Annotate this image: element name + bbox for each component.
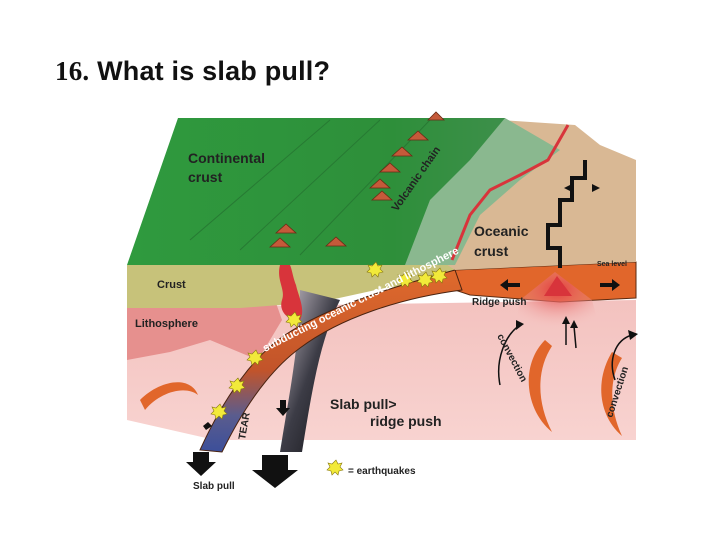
convection-arrowhead-right <box>628 330 638 340</box>
label-continental-crust-1: Continental <box>188 150 265 166</box>
upwelling-arrowhead-2 <box>570 320 578 328</box>
ridge-spread-arrow-right <box>592 184 600 192</box>
slide-title: 16. What is slab pull? <box>55 56 330 87</box>
earthquake-icon <box>246 349 264 366</box>
question-number: 16. <box>55 56 90 86</box>
ridge-spread-arrow-left <box>564 184 572 192</box>
ridge-magma <box>544 276 572 296</box>
earthquake-icon <box>228 377 246 394</box>
earthquake-icon <box>285 311 303 328</box>
upwelling-arrow-2 <box>573 325 577 349</box>
label-ridge-push: Ridge push <box>472 297 526 308</box>
label-crust: Crust <box>157 279 186 291</box>
surface-lines <box>189 119 431 256</box>
slab-pull-arrow-large <box>252 455 298 488</box>
upwelling-arrowhead-1 <box>562 316 570 324</box>
label-slab-pull: Slab pull <box>193 481 235 492</box>
label-sea-level: Sea level <box>597 261 627 268</box>
earthquake-markers <box>210 261 448 420</box>
volcano <box>390 146 414 157</box>
label-slab-pull-comparison-1: Slab pull> <box>330 396 397 412</box>
label-oceanic-crust-2: crust <box>474 243 509 259</box>
volcano <box>370 190 394 201</box>
ridge-upwelling <box>515 272 600 330</box>
earthquake-icon <box>210 403 228 420</box>
subducting-slab <box>199 269 463 453</box>
legend-earthquake-icon <box>326 459 344 476</box>
convection-swirl-right <box>601 352 622 436</box>
trench-line <box>450 124 570 261</box>
label-continental-crust-2: crust <box>188 169 223 185</box>
motion-arrows <box>186 184 620 488</box>
volcano <box>427 111 445 121</box>
volcano-group <box>268 111 445 248</box>
mid-ocean-ridge <box>546 160 587 268</box>
surface <box>127 111 636 270</box>
earthquake-icon <box>366 261 384 278</box>
earthquake-icon <box>396 271 414 288</box>
convection-arrow-left <box>498 324 521 386</box>
convection-swirl-mid <box>528 340 552 432</box>
label-slab-pull-comparison-2: ridge push <box>370 413 442 429</box>
slab-pull-arrow-small <box>186 452 216 476</box>
label-oceanic-crust-1: Oceanic <box>474 223 529 239</box>
earthquake-icon <box>430 267 448 284</box>
volcano <box>324 236 348 247</box>
plate-motion-arrow-left <box>500 279 520 291</box>
lithosphere-layer <box>127 300 282 360</box>
label-tear: TEAR <box>237 411 253 440</box>
plate-motion-arrow-right <box>600 279 620 291</box>
convection-arrowhead-left <box>516 320 524 330</box>
volcano <box>268 237 292 248</box>
earthquake-icon <box>416 271 434 288</box>
legend-earthquakes-label: = earthquakes <box>348 466 416 477</box>
volcano <box>378 162 402 173</box>
volcano <box>406 130 430 141</box>
convection-swirl-left <box>140 382 198 410</box>
magma-plume <box>279 262 303 321</box>
convection-arrow-right <box>611 334 633 381</box>
volcano <box>368 178 392 189</box>
label-lithosphere: Lithosphere <box>135 318 198 330</box>
tear-arrow <box>276 400 290 416</box>
slab-direction-arrow <box>203 422 212 430</box>
question-text: What is slab pull? <box>97 56 331 86</box>
volcano <box>274 223 298 234</box>
